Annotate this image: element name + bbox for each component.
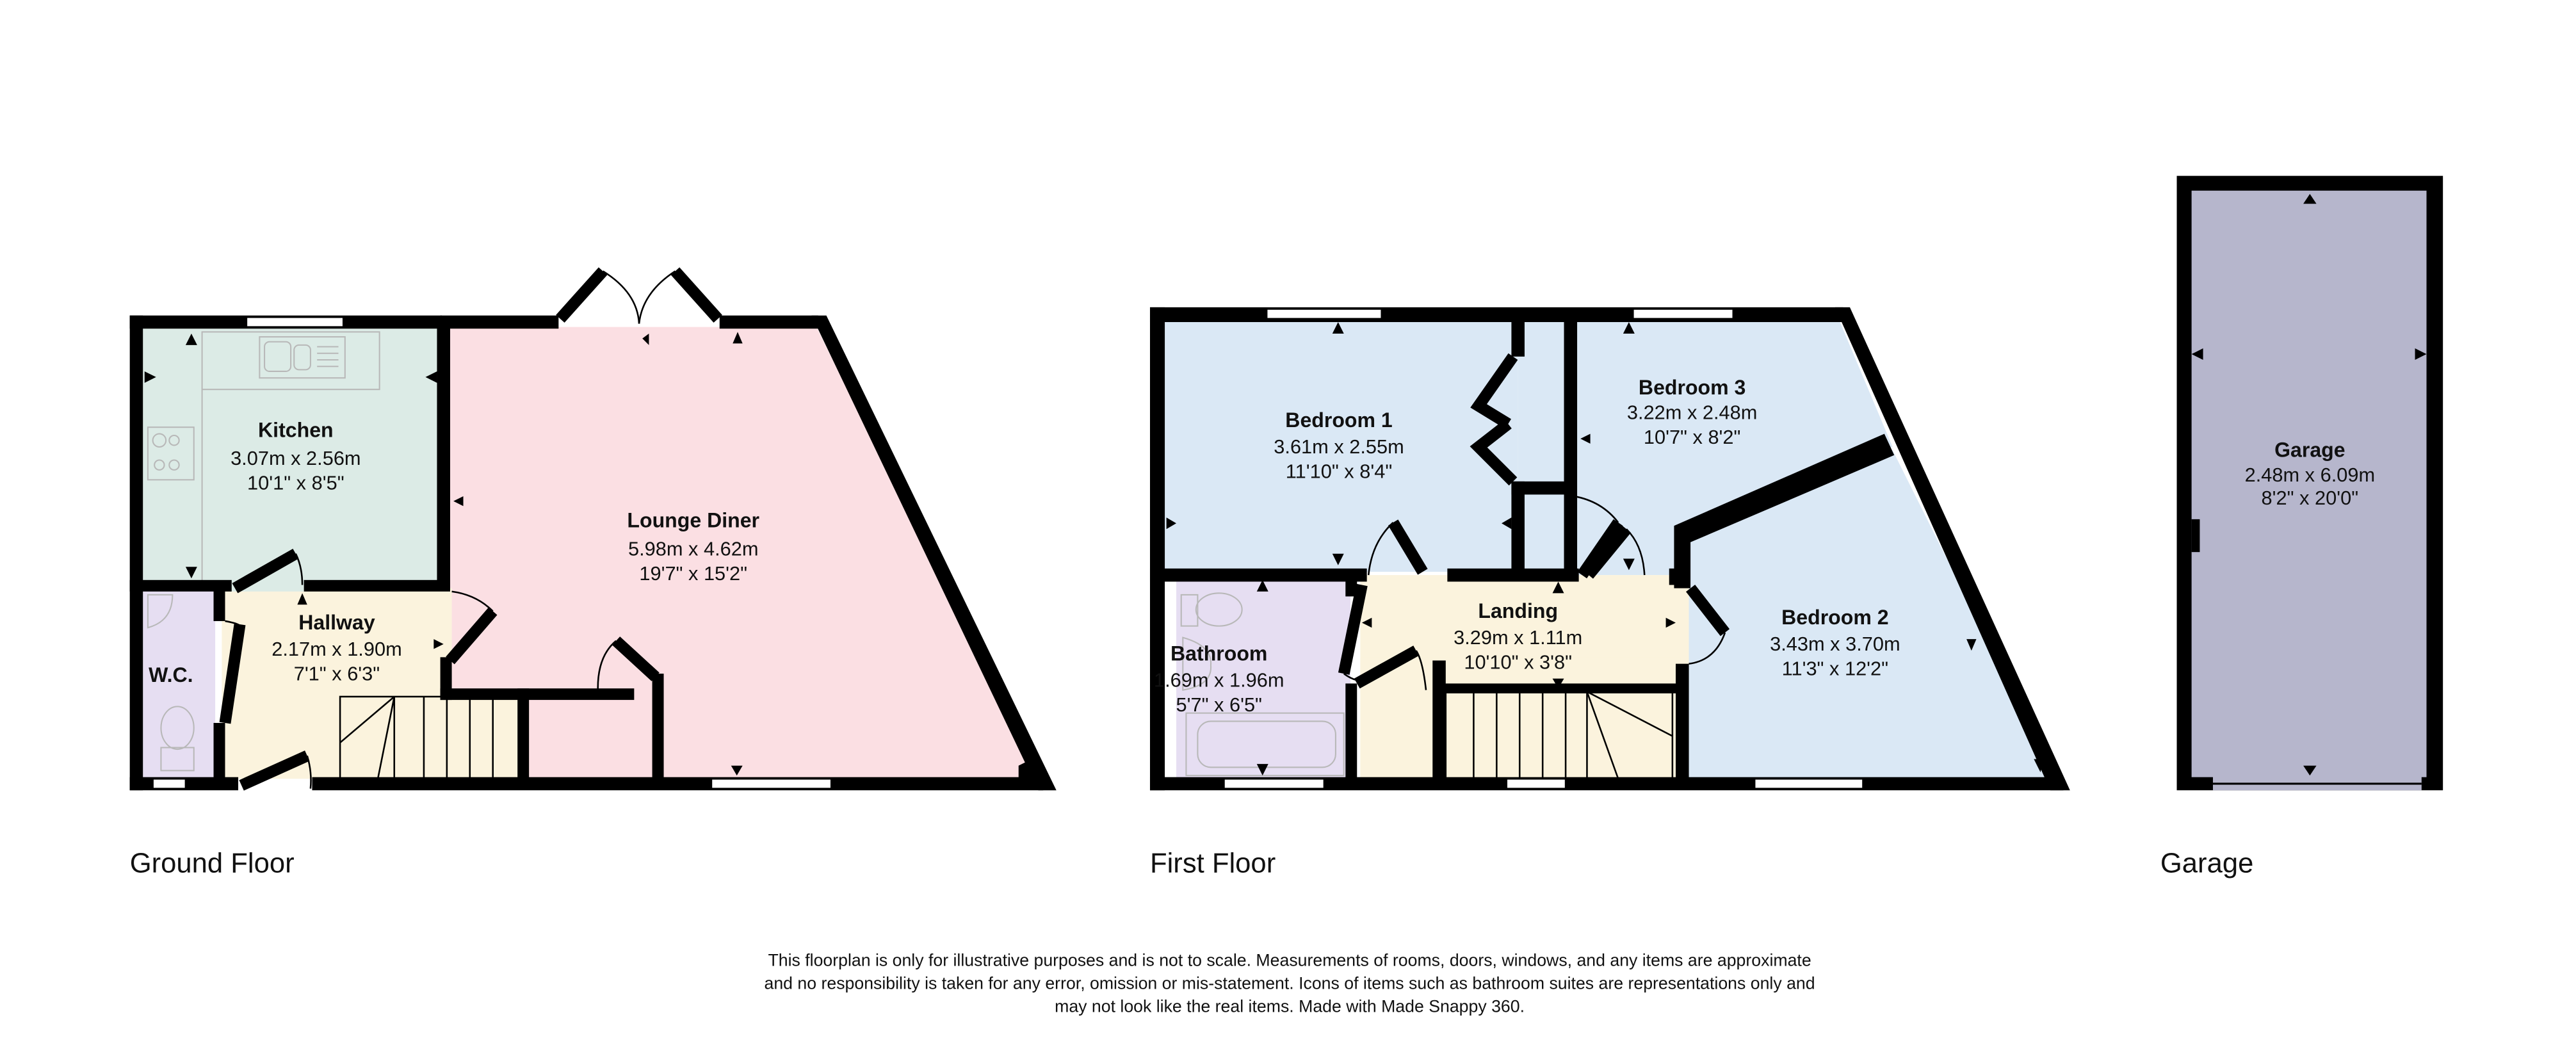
room-name-bedroom1: Bedroom 1 [1285,409,1392,432]
room-imperial-bedroom1: 11'10" x 8'4" [1286,460,1392,483]
floor-label-first: First Floor [1150,848,1276,879]
room-name-bedroom2: Bedroom 2 [1781,606,1888,629]
room-name-hallway: Hallway [298,611,375,634]
wardrobe-doors[interactable] [1470,353,1518,486]
landing-lower [1360,657,1681,779]
ground-floor-plan: Kitchen 3.07m x 2.56m 10'1" x 8'5" Loung… [129,267,1057,879]
window [245,316,344,328]
disclaimer: This floorplan is only for illustrative … [765,951,1815,1016]
room-imperial-bathroom: 5'7" x 6'5" [1176,693,1262,716]
room-imperial-landing: 10'10" x 3'8" [1464,651,1572,673]
bathroom-area [1176,579,1350,779]
room-name-kitchen: Kitchen [258,419,334,442]
room-metric-bedroom3: 3.22m x 2.48m [1627,401,1758,423]
floor-label-garage: Garage [2160,848,2253,879]
toilet-icon [160,706,195,772]
disclaimer-line: This floorplan is only for illustrative … [768,951,1811,970]
room-name-garage: Garage [2274,438,2345,461]
airing-cupboard-door[interactable] [1584,525,1646,579]
room-name-wc: W.C. [149,663,193,686]
toilet-icon [1180,592,1243,627]
bedroom2-door[interactable] [1686,585,1730,665]
french-doors[interactable] [556,267,722,324]
room-name-bathroom: Bathroom [1171,642,1267,665]
garage-door[interactable] [2212,775,2422,791]
room-metric-bedroom2: 3.43m x 3.70m [1770,633,1900,655]
garage-plan: Garage 2.48m x 6.09m 8'2" x 20'0" Garage [2160,175,2443,879]
window [1505,777,1567,790]
cupboard-door[interactable] [597,636,660,693]
front-door[interactable] [239,750,312,791]
room-metric-hallway: 2.17m x 1.90m [271,638,402,660]
floor-label-ground: Ground Floor [130,848,295,879]
room-metric-bathroom: 1.69m x 1.96m [1154,669,1284,692]
room-metric-kitchen: 3.07m x 2.56m [231,447,361,469]
bedroom2-area [1682,450,2057,779]
wardrobe-area [1518,321,1571,572]
lounge-door[interactable] [446,590,498,665]
window [710,777,832,790]
stairs-ground [339,695,521,780]
bedroom1-area [1165,321,1518,572]
window [1223,777,1325,790]
window [1753,777,1864,790]
landing-cupboard-door[interactable] [1354,645,1427,690]
first-floor-plan: Bedroom 1 3.61m x 2.55m 11'10" x 8'4" Be… [1149,307,2070,879]
wc-door[interactable] [219,620,246,724]
kitchen-area [143,327,442,585]
basin-icon [1182,636,1211,691]
room-metric-bedroom1: 3.61m x 2.55m [1274,435,1404,458]
room-metric-lounge: 5.98m x 4.62m [628,537,759,560]
kitchen-door[interactable] [232,548,304,594]
room-imperial-lounge: 19'7" x 15'2" [639,562,747,585]
bedroom1-door[interactable] [1367,519,1428,576]
room-metric-garage: 2.48m x 6.09m [2245,464,2376,486]
window [1632,308,1735,320]
window [152,777,187,790]
measure-arrows [1166,321,2044,776]
bedroom3-door[interactable] [1573,495,1623,579]
disclaimer-line: and no responsibility is taken for any e… [765,974,1815,993]
basin-icon [147,594,174,629]
lounge-area [446,327,1039,779]
sink-icon [259,336,346,379]
room-metric-landing: 3.29m x 1.11m [1454,626,1582,649]
disclaimer-line: may not look like the real items. Made w… [1055,997,1525,1016]
room-imperial-garage: 8'2" x 20'0" [2262,487,2359,509]
bedroom3-area [1573,321,1893,576]
garage-area [2191,190,2427,777]
window [1265,308,1383,320]
room-name-lounge: Lounge Diner [627,509,759,532]
room-name-bedroom3: Bedroom 3 [1639,376,1746,399]
room-imperial-kitchen: 10'1" x 8'5" [247,472,344,494]
measure-arrows [144,332,743,776]
room-imperial-hallway: 7'1" x 6'3" [294,662,380,685]
hob-icon [147,426,195,481]
room-imperial-bedroom3: 10'7" x 8'2" [1644,426,1741,448]
measure-arrows [2191,193,2427,776]
room-name-landing: Landing [1478,599,1558,622]
room-imperial-bedroom2: 11'3" x 12'2" [1782,658,1888,680]
